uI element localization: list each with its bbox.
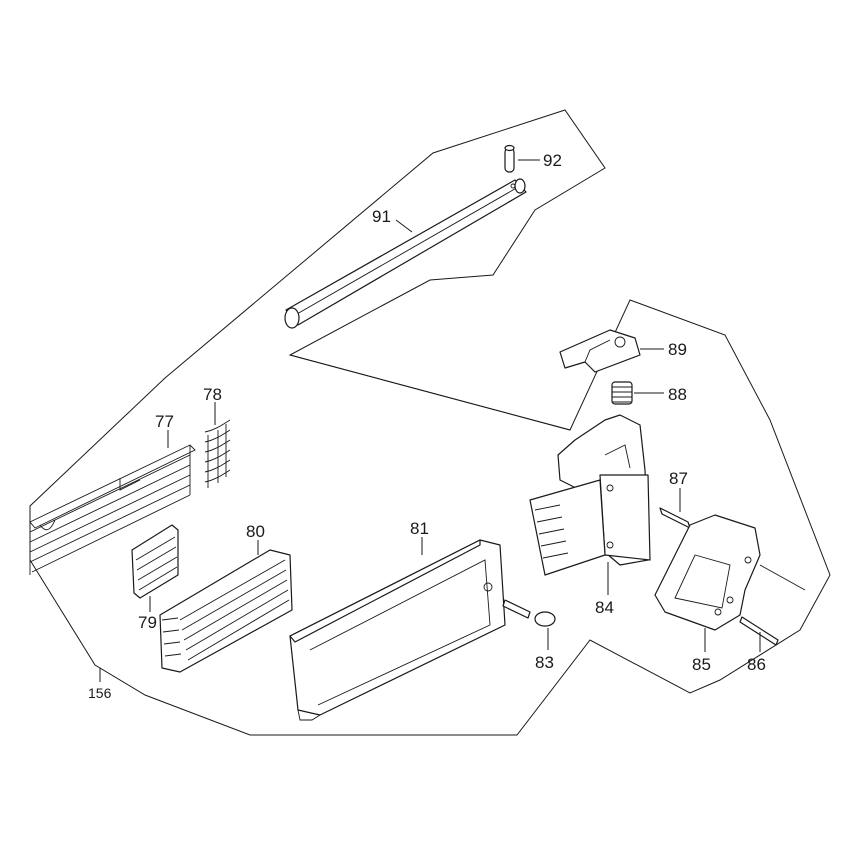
part-84-holder (529, 414, 651, 576)
part-80-comb-block (159, 549, 293, 673)
leader-91 (395, 219, 413, 233)
callout-88: 88 (668, 385, 687, 404)
callout-80: 80 (246, 522, 265, 541)
callout-156: 156 (88, 685, 112, 701)
callout-83: 83 (535, 653, 554, 672)
callout-84: 84 (595, 598, 614, 617)
callout-87: 87 (669, 469, 688, 488)
part-86-pin (739, 616, 779, 646)
part-87-pin (659, 507, 691, 529)
callout-79: 79 (138, 613, 157, 632)
part-91-rod (284, 178, 527, 329)
callout-89: 89 (668, 340, 687, 359)
part-83-screw (502, 599, 556, 627)
part-88-spring (611, 381, 633, 405)
rod-subgroup-divider (289, 354, 571, 431)
callout-77: 77 (155, 412, 174, 431)
part-89-bracket (559, 329, 641, 373)
callout-78: 78 (203, 385, 222, 404)
callout-81: 81 (410, 519, 429, 538)
part-92-pin (504, 144, 515, 173)
part-78-springs (204, 419, 231, 488)
callout-92: 92 (543, 151, 562, 170)
part-79-clip (131, 524, 179, 599)
part-85-cover (654, 514, 806, 631)
callout-91: 91 (372, 207, 391, 226)
callout-86: 86 (747, 655, 766, 674)
part-77-leaf-springs (29, 444, 196, 575)
assembly-boundary-outline (29, 109, 831, 736)
part-81-plate (289, 539, 506, 721)
callout-85: 85 (692, 655, 711, 674)
